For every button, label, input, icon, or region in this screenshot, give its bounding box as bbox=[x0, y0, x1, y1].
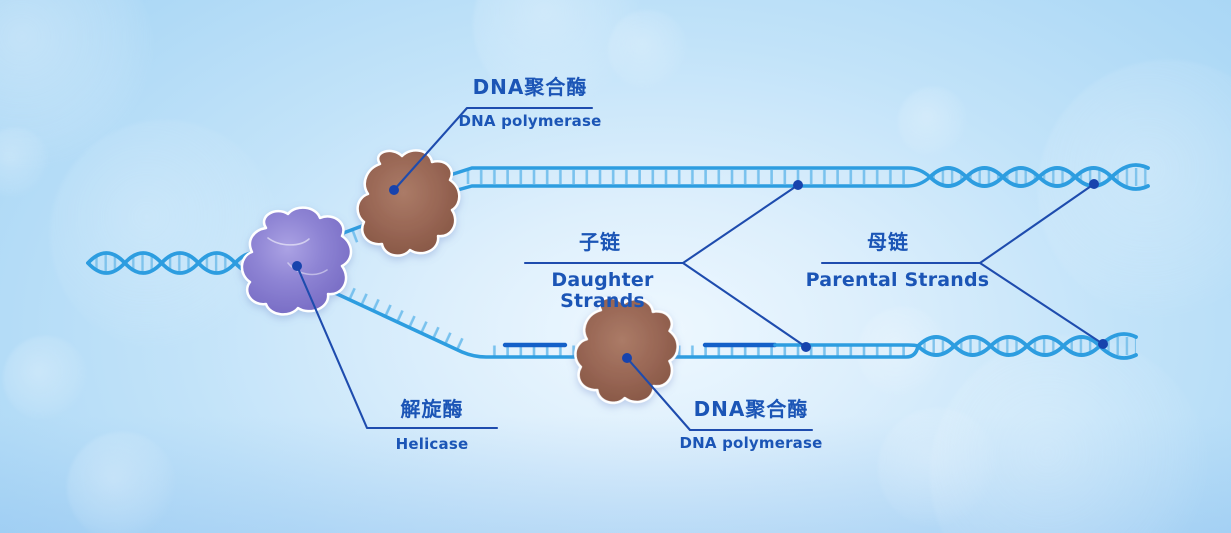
daughter-strands-label-zh: 子链 bbox=[579, 230, 621, 254]
daughter-duplex-top bbox=[441, 166, 932, 196]
parental-strands-bracket bbox=[820, 182, 1105, 346]
daughter-strand-bottom-rail bbox=[773, 343, 920, 348]
bottom-template-strand bbox=[318, 278, 920, 359]
helicase-blob bbox=[240, 206, 353, 316]
helicase-label-zh: 解旋酶 bbox=[400, 397, 464, 421]
dna-polymerase-bottom-label-en: DNA polymerase bbox=[679, 434, 823, 452]
pointer-dot-parental-bottom bbox=[1098, 339, 1108, 349]
dna-polymerase-top-blob bbox=[356, 149, 461, 257]
pointer-line-polymerase-top bbox=[392, 106, 594, 192]
background-cell-blob bbox=[3, 336, 88, 421]
background-cell-blob bbox=[878, 408, 998, 528]
background-cell-blob bbox=[67, 432, 177, 533]
background-cell-blob bbox=[50, 120, 280, 350]
daughter-strands-label-en: Daughter Strands bbox=[551, 269, 654, 312]
pointer-dot-parental-top bbox=[1089, 179, 1099, 189]
pointer-dot-helicase bbox=[292, 261, 302, 271]
dna-polymerase-top-label-zh: DNA聚合酶 bbox=[472, 75, 588, 99]
pointer-dot-polymerase-bottom bbox=[622, 353, 632, 363]
dna-polymerase-top-label-en: DNA polymerase bbox=[458, 112, 602, 130]
pointer-line-polymerase-bottom bbox=[625, 356, 814, 432]
pointer-line-helicase bbox=[295, 264, 499, 430]
dna-polymerase-bottom-label-zh: DNA聚合酶 bbox=[693, 397, 809, 421]
pointer-dot-daughter-bottom bbox=[801, 342, 811, 352]
parental-strands-label-zh: 母链 bbox=[867, 230, 909, 254]
parental-helix-top-right bbox=[928, 163, 1150, 191]
parental-strands-label-en: Parental Strands bbox=[805, 269, 990, 291]
background-cell-blob bbox=[608, 10, 688, 90]
daughter-strands-bracket bbox=[523, 183, 808, 349]
pointer-dot-polymerase-top bbox=[389, 185, 399, 195]
background-cell-blob bbox=[898, 87, 968, 157]
helicase-label-en: Helicase bbox=[395, 435, 469, 453]
pointer-dot-daughter-top bbox=[793, 180, 803, 190]
parental-double-helix-left bbox=[86, 251, 274, 275]
